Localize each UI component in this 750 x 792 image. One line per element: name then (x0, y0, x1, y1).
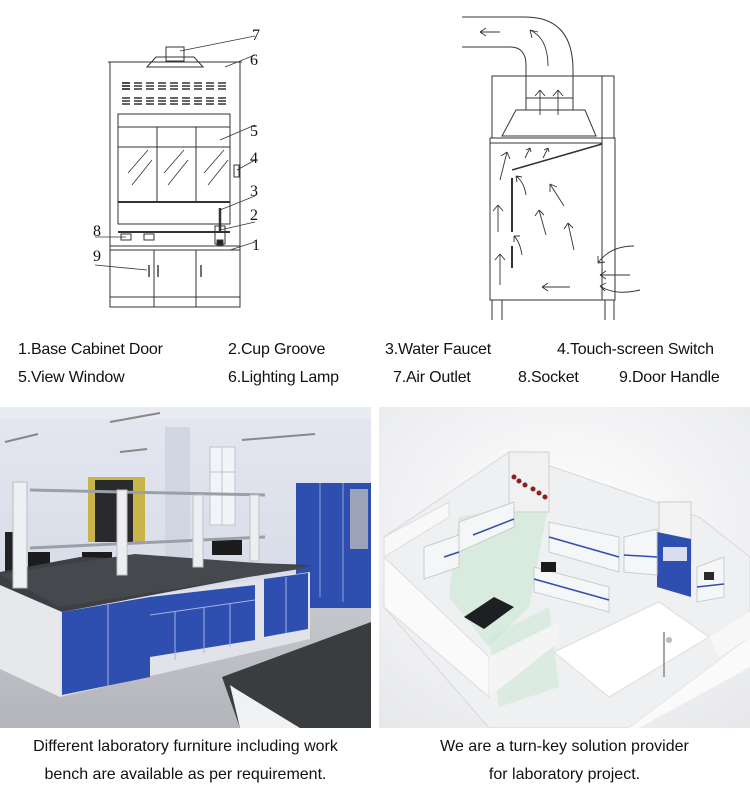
workbench-photo (0, 407, 371, 728)
legend-item-5: 5.View Window (18, 369, 125, 386)
legend-item-4: 4.Touch-screen Switch (557, 341, 714, 358)
workbench-caption-line1: Different laboratory furniture including… (33, 738, 338, 755)
callout-8: 8 (93, 223, 101, 240)
callout-5: 5 (250, 123, 258, 140)
legend-item-6: 6.Lighting Lamp (228, 369, 339, 386)
callout-1: 1 (252, 237, 260, 254)
legend-item-3: 3.Water Faucet (385, 341, 491, 358)
callout-3: 3 (250, 183, 258, 200)
callout-7: 7 (252, 27, 260, 44)
legend-item-2: 2.Cup Groove (228, 341, 326, 358)
fume-hood-airflow-diagram (462, 16, 641, 320)
workbench-caption: Different laboratory furniture including… (0, 733, 371, 789)
workbench-caption-line2: bench are available as per requirement. (44, 766, 327, 783)
callout-4: 4 (250, 150, 258, 167)
callout-9: 9 (93, 248, 101, 265)
turnkey-caption: We are a turn-key solution provider for … (379, 733, 750, 789)
turnkey-caption-line1: We are a turn-key solution provider (440, 738, 689, 755)
legend-item-1: 1.Base Cabinet Door (18, 341, 163, 358)
legend-item-7: 7.Air Outlet (393, 369, 471, 386)
legend-item-8: 8.Socket (518, 369, 579, 386)
callout-2: 2 (250, 207, 258, 224)
lab-layout-render (379, 407, 750, 728)
callout-6: 6 (250, 52, 258, 69)
turnkey-caption-line2: for laboratory project. (488, 766, 641, 783)
fume-hood-front-diagram: 7 6 5 4 3 2 1 8 9 (93, 27, 260, 308)
legend-item-9: 9.Door Handle (619, 369, 720, 386)
